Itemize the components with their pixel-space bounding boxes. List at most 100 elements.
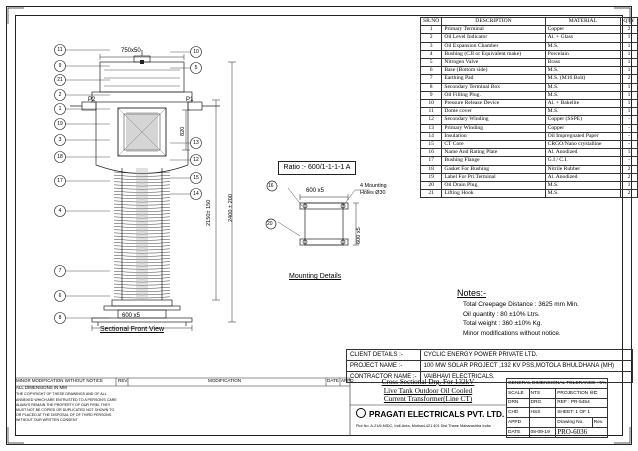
tb-line: MUST NOT BE COPIED OR DUPLICATED NOT SHO…: [16, 408, 115, 413]
rev-header: REV.: [118, 378, 129, 383]
bom-description: Bushing Flange: [441, 156, 546, 166]
bom-qty: 1: [620, 82, 638, 92]
bom-srno: 12: [419, 115, 443, 125]
scale-value: NTS: [528, 387, 557, 399]
drawing-info-table: GENERAL DIMENSIONAL TOLERANCE : 5% SCALE…: [505, 378, 609, 438]
company-logo-icon: [356, 408, 366, 418]
ratio-label: Ratio :- 600/1-1-1-1 A: [278, 161, 356, 175]
bom-srno: 8: [419, 82, 443, 92]
callout-16: 16: [268, 183, 274, 189]
company-name-text: PRAGATI ELECTRICALS PVT. LTD.: [369, 410, 505, 419]
front-view-caption: Sectional Front View: [100, 326, 165, 333]
callout-right: 14: [193, 190, 199, 197]
drawing-number: PRO-6036: [555, 426, 609, 438]
client-details-table: CLIENT DETAILS :- CYCLIC ENERGY POWER PR…: [346, 349, 633, 383]
bom-description: Dome cover: [441, 107, 546, 117]
note-oil-quantity: Oil quantity : 80 ±10% Ltrs.: [463, 310, 540, 318]
bom-qty: 2: [620, 164, 638, 174]
bom-description: Primary Winding: [441, 123, 546, 133]
bom-srno: 13: [419, 123, 443, 133]
bom-srno: 18: [419, 164, 443, 174]
bom-srno: 21: [419, 189, 443, 199]
appd-value: [528, 417, 557, 428]
callout-left: 7: [58, 267, 62, 274]
callout-left: 19: [57, 120, 63, 127]
chd-value: HSS: [528, 407, 557, 419]
mounting-holes-label-2: Holes Ø30: [360, 190, 386, 196]
ref-cell: REF : PR-5454: [555, 397, 609, 409]
bom-srno: 5: [419, 58, 443, 68]
project-key: PROJECT NAME :-: [346, 360, 421, 372]
bom-material: M.S.: [544, 90, 622, 101]
dim-top-width: 750x50: [121, 48, 141, 54]
bom-srno: 6: [419, 66, 443, 76]
bom-description: Nitrogen Valve: [441, 58, 546, 68]
bom-material: M.S.: [544, 189, 622, 199]
date-value: 08-09-19: [528, 426, 557, 438]
date-key: DATE: [506, 426, 530, 438]
drawing-sheet-border: [6, 6, 632, 445]
dim-bottom-width: 600 x5: [122, 313, 141, 319]
dim-bushing-height: 2150± 150: [206, 199, 212, 226]
bom-header-description: DESCRIPTION: [441, 16, 546, 27]
tb-line: ALL DIMENSIONS IN MM: [16, 385, 67, 391]
mounting-plan: [265, 180, 370, 246]
bom-qty: 2: [620, 25, 638, 35]
callout-left: 4: [58, 207, 62, 214]
ct-base: [91, 299, 193, 326]
callout-left: 6: [58, 292, 62, 299]
bom-qty: 1: [620, 41, 638, 51]
bom-description: Oil Level Indicator: [441, 33, 546, 43]
bom-qty: 1: [620, 58, 638, 68]
bom-description: Primary Terminal: [441, 25, 546, 35]
ct-bushing: [113, 168, 171, 300]
callout-left: 18: [57, 153, 63, 160]
bom-description: Lifting Hook: [441, 189, 546, 199]
tolerance-cell: GENERAL DIMENSIONAL TOLERANCE : 5%: [505, 378, 609, 389]
bom-material: M.S. (M16 Bolt): [544, 74, 622, 84]
callout-left: 11: [57, 46, 63, 53]
bom-material: M.S.: [544, 82, 622, 92]
projection-symbol-icon: ⊖⊏: [589, 390, 598, 396]
client-value: CYCLIC ENERGY POWER PRIVATE LTD.: [419, 349, 633, 361]
bom-material: Nitrile Rubber: [544, 164, 622, 174]
bom-srno: 17: [419, 156, 443, 166]
client-row: CLIENT DETAILS :- CYCLIC ENERGY POWER PR…: [346, 349, 633, 361]
bom-srno: 10: [419, 99, 443, 109]
projection-cell: PROJECTION ⊖⊏: [555, 387, 609, 399]
rev-key: Rev.: [591, 417, 609, 428]
note-total-weight: Total weight : 360 ±10% Kg.: [463, 320, 543, 328]
bom-qty: 1: [620, 49, 638, 60]
callout-right: 12: [193, 156, 199, 163]
callout-right: 13: [193, 139, 199, 146]
callout-left: 9: [58, 62, 62, 69]
sheet-cell: SHEET: 1 OF 1: [555, 407, 609, 419]
scale-key: SCALE: [506, 387, 530, 399]
bom-srno: 15: [419, 140, 443, 150]
bom-description: Pressure Release Device: [441, 99, 546, 109]
bom-qty: 1: [620, 148, 638, 158]
callout-left: 2: [58, 91, 62, 98]
p2-terminal-label: P2: [88, 97, 96, 103]
bom-material: Al. Anodized: [544, 172, 622, 183]
tb-line: OR PLACED AT THE DISPOSAL OF OF THIRD PE…: [16, 413, 112, 418]
ct-head: [70, 50, 220, 174]
drawing-no-key: Drawing No.: [555, 417, 593, 428]
bom-description: Earthing Pad: [441, 74, 546, 84]
